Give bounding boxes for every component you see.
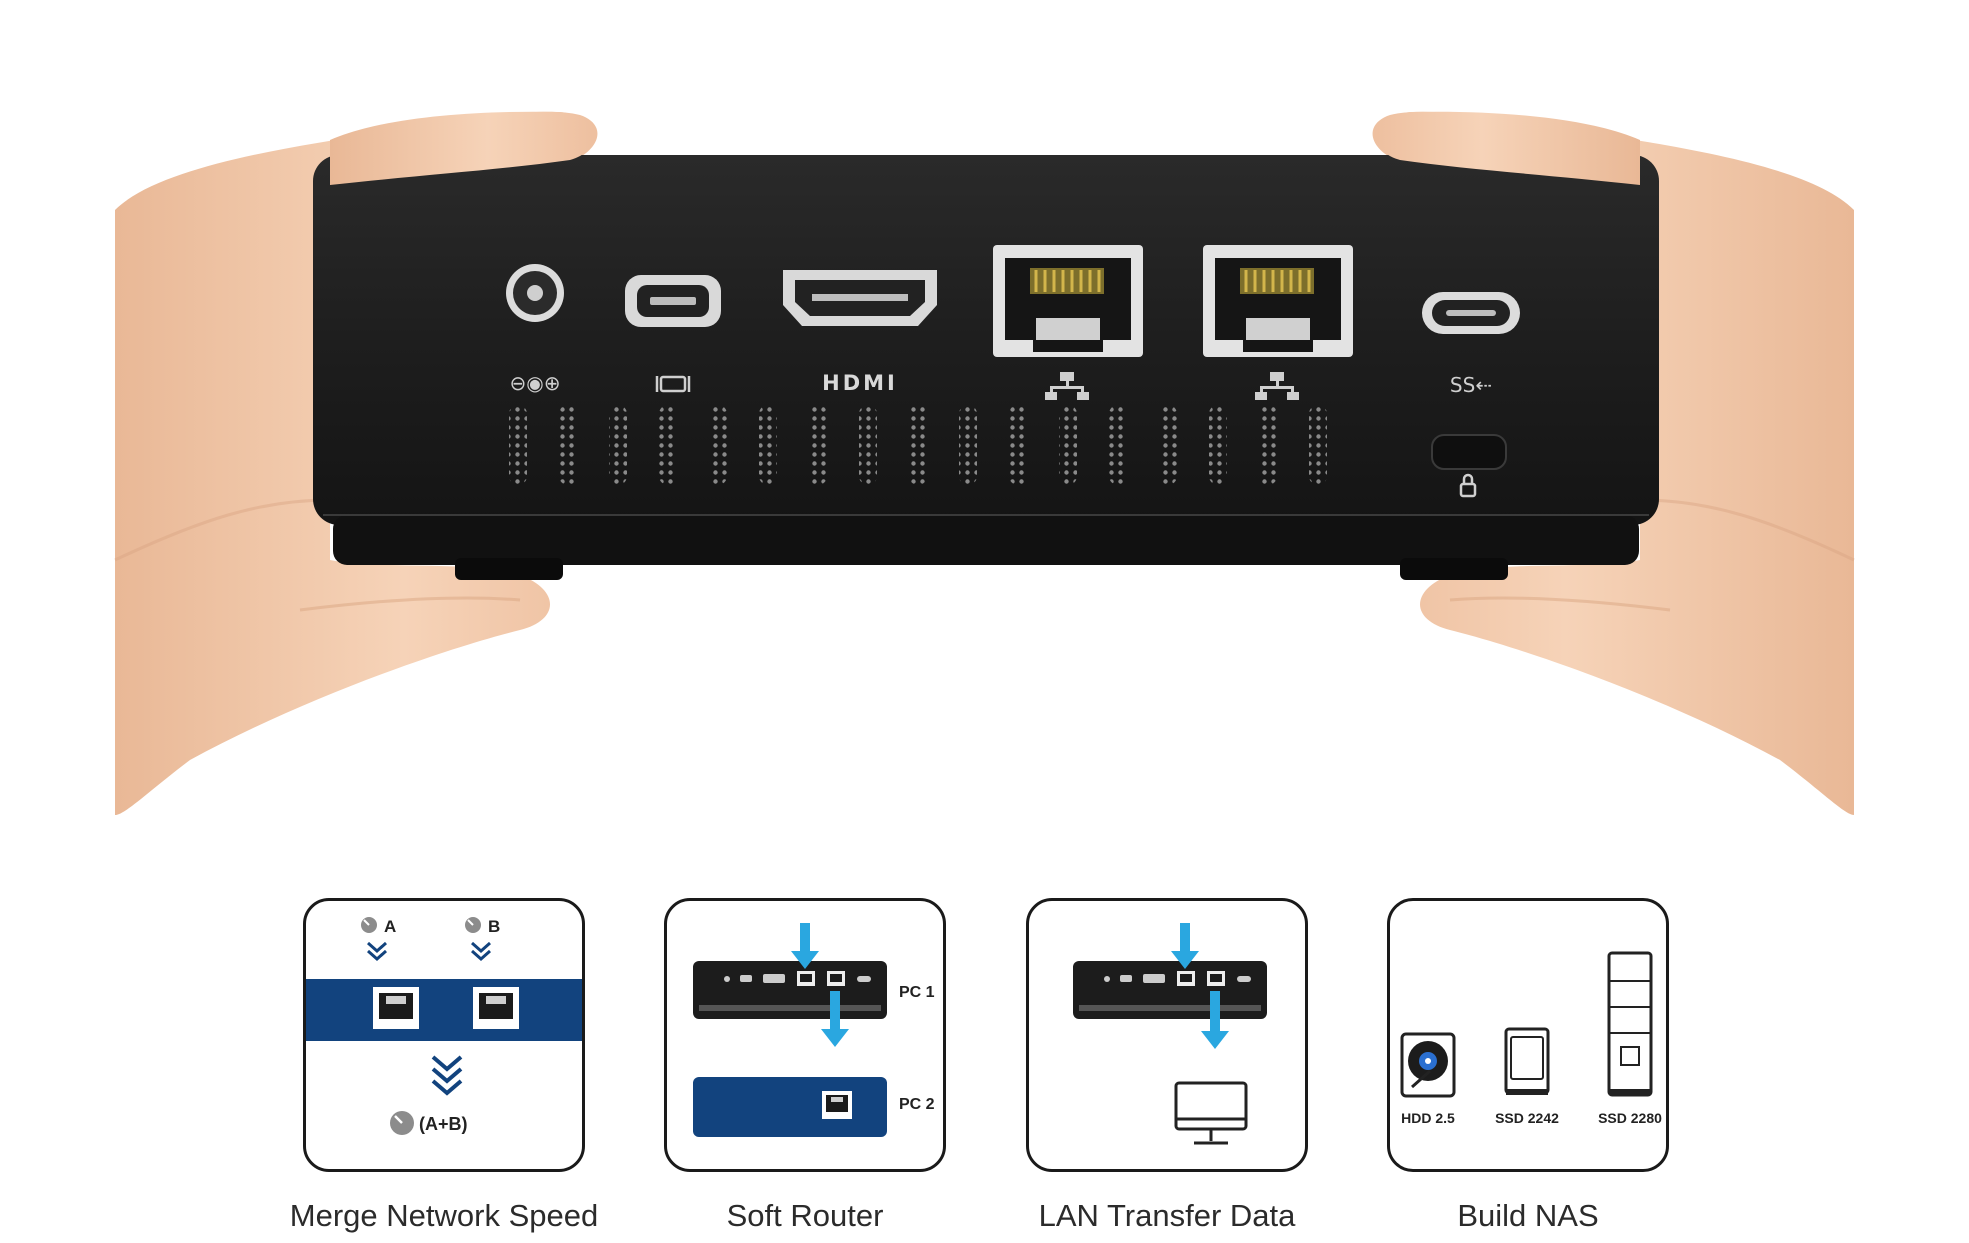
hdmi-label: HDMI bbox=[822, 371, 898, 395]
chevron-down-icon bbox=[367, 941, 491, 962]
ssd-2280-label: SSD 2280 bbox=[1598, 1110, 1662, 1126]
pc1-label: PC 1 bbox=[899, 984, 935, 1001]
arrow-down-icon bbox=[1171, 923, 1199, 969]
network-icon-1 bbox=[1045, 372, 1089, 400]
speed-gauge-a-icon bbox=[361, 917, 377, 933]
network-icon-2 bbox=[1255, 372, 1299, 400]
hdd-icon bbox=[1400, 1032, 1456, 1098]
feature-tile-build-nas: HDD 2.5 SSD 2242 SSD 2280 bbox=[1387, 898, 1669, 1172]
caption-soft-router: Soft Router bbox=[726, 1198, 884, 1233]
monitor-icon bbox=[1174, 1081, 1248, 1145]
ethernet-port-2 bbox=[1203, 245, 1353, 357]
pc2-label: PC 2 bbox=[899, 1096, 935, 1113]
left-thumb bbox=[330, 111, 594, 185]
usb-c-port bbox=[1422, 292, 1520, 334]
feature-tile-soft-router: PC 1 PC 2 bbox=[664, 898, 946, 1172]
speed-label-b: B bbox=[488, 917, 500, 936]
feature-tile-lan-transfer-data bbox=[1026, 898, 1308, 1172]
arrow-down-icon bbox=[821, 991, 849, 1047]
pc2-block bbox=[693, 1077, 887, 1137]
speed-label-sum: (A+B) bbox=[419, 1114, 468, 1134]
dc-symbol-label: ⊖◉⊕ bbox=[510, 371, 561, 395]
feature-tile-merge-network-speed: A B (A+B) bbox=[303, 898, 585, 1172]
dc-power-port bbox=[506, 264, 564, 322]
displayport-icon bbox=[655, 375, 691, 393]
lan-port-band bbox=[306, 979, 582, 1041]
speed-gauge-sum-icon bbox=[390, 1111, 414, 1135]
ethernet-port-1 bbox=[993, 245, 1143, 357]
mini-pc-icon bbox=[1073, 961, 1267, 1019]
ssd-2242-label: SSD 2242 bbox=[1495, 1110, 1559, 1126]
lock-icon bbox=[1459, 473, 1477, 498]
ethernet-port-icon bbox=[473, 987, 519, 1029]
ethernet-port-icon bbox=[373, 987, 419, 1029]
arrow-down-icon bbox=[1201, 991, 1229, 1049]
usb-superspeed-label: SS⇠ bbox=[1450, 373, 1492, 397]
chevron-down-icon bbox=[431, 1055, 463, 1096]
ventilation-grille bbox=[509, 405, 1327, 485]
mini-pc-icon bbox=[693, 961, 887, 1019]
ssd-2280-icon bbox=[1607, 951, 1653, 1097]
kensington-lock-slot bbox=[1431, 434, 1507, 470]
mini-pc-body bbox=[313, 155, 1659, 580]
ssd-2242-icon bbox=[1504, 1027, 1550, 1095]
right-foot bbox=[1400, 558, 1508, 580]
ethernet-port-icon bbox=[822, 1091, 852, 1119]
caption-merge-network-speed: Merge Network Speed bbox=[289, 1198, 599, 1233]
left-foot bbox=[455, 558, 563, 580]
caption-build-nas: Build NAS bbox=[1457, 1198, 1599, 1233]
mini-displayport bbox=[625, 275, 721, 327]
hdd-label: HDD 2.5 bbox=[1401, 1110, 1455, 1126]
caption-lan-transfer-data: LAN Transfer Data bbox=[1038, 1198, 1296, 1233]
speed-label-a: A bbox=[384, 917, 396, 936]
hdmi-port bbox=[783, 270, 937, 326]
right-thumb bbox=[1376, 111, 1640, 185]
speed-gauge-b-icon bbox=[465, 917, 481, 933]
mini-pc-product-photo: ⊖◉⊕ HDMI bbox=[114, 111, 1855, 816]
arrow-down-icon bbox=[791, 923, 819, 969]
